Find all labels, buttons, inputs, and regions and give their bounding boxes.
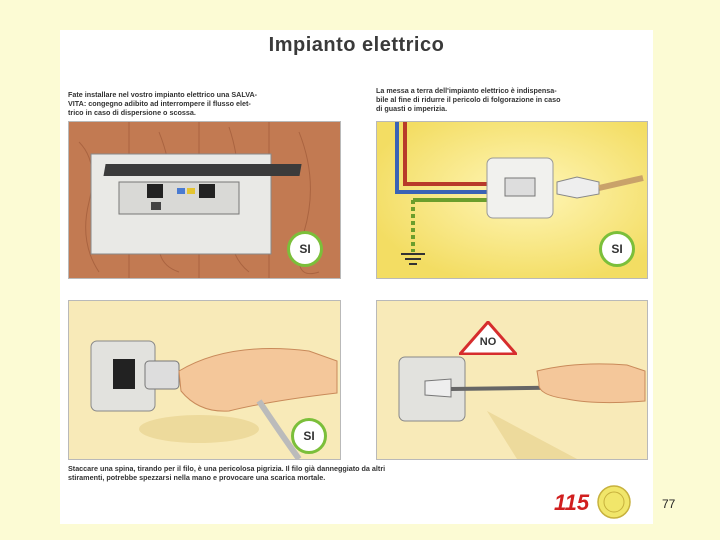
caption-unplug-warning: Staccare una spina, tirando per il filo,… [68,464,386,482]
panel-grounding: SI [376,121,648,279]
page-number: 77 [662,497,676,511]
panel-breaker: SI [68,121,341,279]
caption-grounding: La messa a terra dell'impianto elettrico… [376,86,561,113]
logo-text: 115 [554,490,590,515]
document-sheet: Impianto elettrico Fate installare nel v… [60,30,653,524]
page-title: Impianto elettrico [268,34,445,56]
panel-plug-wrong: NO [376,300,648,460]
si-badge: SI [287,231,323,267]
warning-triangle-icon [459,321,517,355]
plug-wrong-illustration [377,301,647,459]
wood-wall-illustration [78,122,320,278]
si-badge: SI [291,418,327,454]
115-logo: 115 [554,485,631,519]
si-badge: SI [599,231,635,267]
panel-plug-correct: SI [68,300,341,460]
no-label: NO [479,336,497,348]
caption-breaker: Fate installare nel vostro impianto elet… [68,90,258,117]
